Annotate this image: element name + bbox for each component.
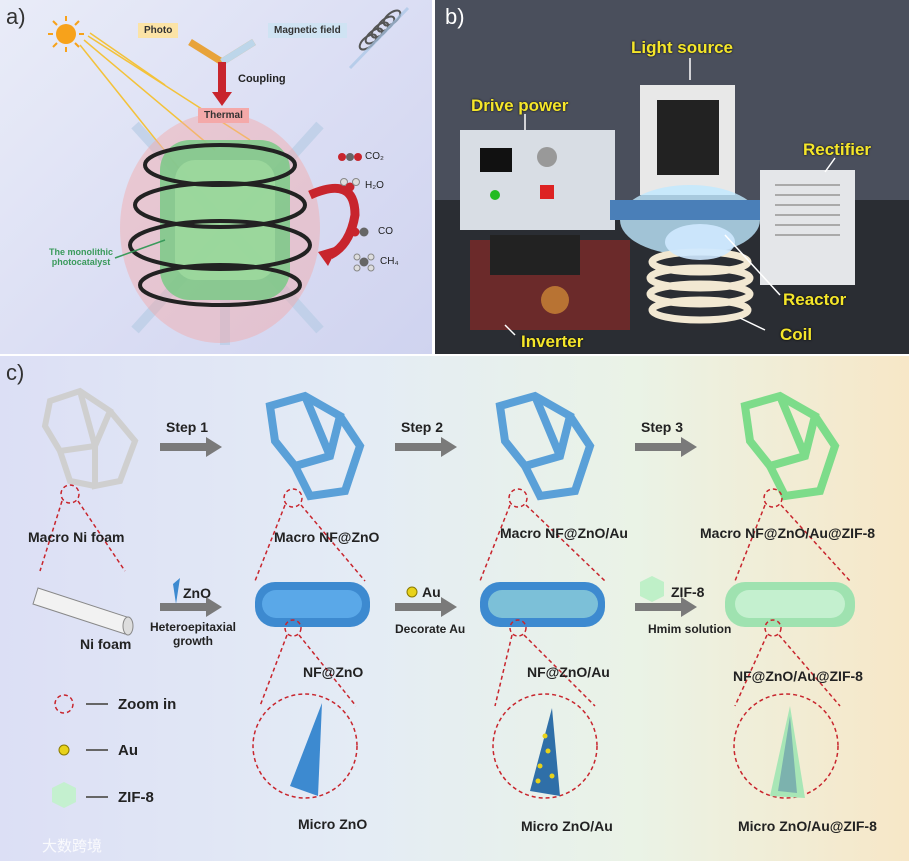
legend-zoom-label: Zoom in	[118, 696, 177, 713]
panel-c-illustration	[32, 387, 855, 808]
drive-power-label: Drive power	[471, 96, 569, 115]
ch4-label: CH₄	[380, 256, 399, 267]
panel-c: c) Step 1 Step 2 Step 3 Macro Ni foam Ma…	[0, 356, 909, 861]
hmim-label: Hmim solution	[648, 622, 732, 636]
coil-label: Coil	[780, 325, 813, 344]
decorate-au-label: Decorate Au	[395, 622, 466, 636]
step1-label: Step 1	[166, 419, 209, 435]
rectifier-label: Rectifier	[803, 140, 872, 159]
sun-icon	[48, 16, 84, 52]
h2o-label: H₂O	[365, 180, 384, 191]
micro-au-label: Micro ZnO/Au	[521, 818, 613, 834]
watermark: 大数跨境	[42, 837, 103, 855]
panel-a-illustration	[48, 6, 410, 345]
heteroepitaxial-label: Heteroepitaxial growth	[149, 620, 237, 648]
macro-au-label: Macro NF@ZnO/Au	[500, 525, 628, 541]
ni-foam-rod	[32, 587, 134, 636]
monolithic-label: The monolithic photocatalyst	[49, 247, 113, 267]
panel-a: a) Photo Magnetic field Coupling Thermal…	[0, 0, 432, 354]
panel-b-photo	[435, 0, 909, 354]
panel-b-tag: b)	[445, 4, 465, 29]
macro-zif-label: Macro NF@ZnO/Au@ZIF-8	[700, 525, 876, 541]
step2-label: Step 2	[401, 419, 444, 435]
thermal-label: Thermal	[198, 108, 249, 123]
nf-zif-rod	[725, 582, 855, 627]
ni-foam-label: Ni foam	[80, 636, 132, 652]
micro-zno-label: Micro ZnO	[298, 816, 368, 832]
macro-ni-foam	[41, 387, 139, 490]
magnetic-field-label: Magnetic field	[268, 23, 347, 38]
nf-zno-au-rod	[480, 582, 605, 627]
macro-ni-label: Macro Ni foam	[28, 529, 125, 545]
co2-label: CO₂	[365, 151, 384, 162]
zif8-label: ZIF-8	[671, 584, 705, 600]
panel-b: b) Light source Drive power Rectifier Re…	[435, 0, 909, 354]
nf-zno-rod	[255, 582, 370, 627]
co-label: CO	[378, 226, 393, 237]
panel-a-tag: a)	[6, 4, 26, 29]
coil-spring-icon	[358, 9, 402, 51]
micro-zif-label: Micro ZnO/Au@ZIF-8	[738, 818, 877, 834]
legend-zif-label: ZIF-8	[118, 789, 154, 806]
inverter-label: Inverter	[521, 332, 584, 351]
photo-label: Photo	[138, 23, 179, 38]
au-label: Au	[422, 584, 441, 600]
light-source-label: Light source	[631, 38, 734, 57]
nf-zno-label: NF@ZnO	[303, 664, 364, 680]
reactor-label: Reactor	[783, 290, 847, 309]
panel-c-tag: c)	[6, 360, 25, 385]
macro-zno-label: Macro NF@ZnO	[274, 529, 380, 545]
nf-zif-label: NF@ZnO/Au@ZIF-8	[733, 668, 863, 684]
legend-au-label: Au	[118, 742, 138, 759]
zno-label: ZnO	[183, 585, 211, 601]
coupling-label: Coupling	[238, 73, 286, 85]
step3-label: Step 3	[641, 419, 684, 435]
nf-zno-au-label: NF@ZnO/Au	[527, 664, 610, 680]
